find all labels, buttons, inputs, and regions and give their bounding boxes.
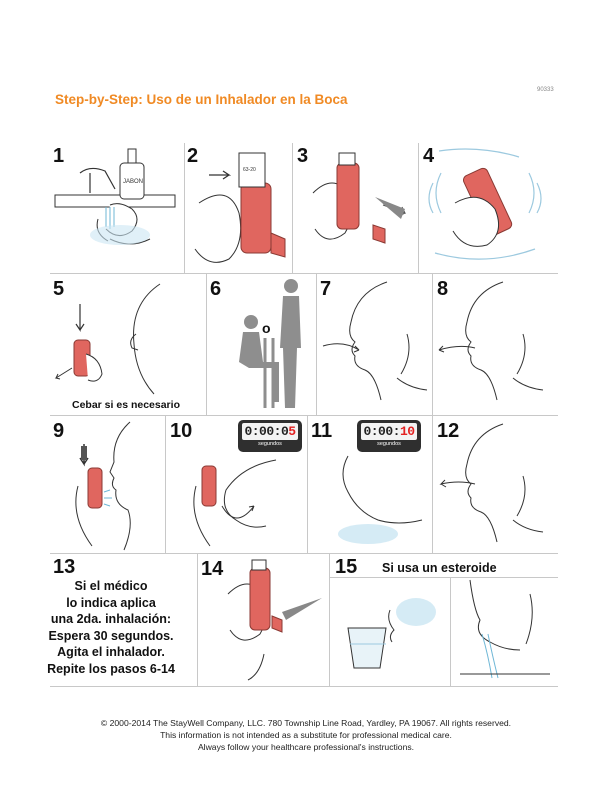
disclaimer-line: Always follow your healthcare profession… (197, 742, 415, 752)
step-number: 11 (311, 420, 333, 442)
soap-label: JABON (123, 179, 144, 185)
shake-inhaler-illustration (428, 148, 542, 260)
step-number: 10 (170, 420, 193, 442)
step-number: 14 (201, 558, 224, 580)
timer-11: 0:00:10 segundos (357, 420, 421, 452)
sit-or-stand-illustration (239, 279, 301, 408)
counter-label: 63-20 (243, 167, 256, 173)
step-number: 9 (53, 420, 65, 442)
steroid-heading: Si usa un esteroide (382, 561, 497, 575)
step-number: 12 (437, 420, 460, 442)
count-ten-illustration (338, 455, 423, 544)
grid-vline (432, 415, 433, 553)
step-11-panel: 11 0:00:10 segundos (308, 416, 432, 553)
step-number: 2 (187, 145, 199, 167)
step-number: 6 (210, 278, 222, 300)
exhale-illustration (322, 281, 428, 401)
grid-vline (165, 415, 166, 553)
press-and-inhale-illustration (75, 421, 131, 551)
step-7-panel: 7 (317, 274, 432, 415)
timer-prefix: 0:00:0 (244, 424, 289, 439)
grid-vline (316, 273, 317, 415)
instruction-line: lo indica aplica (66, 595, 156, 610)
grid-vline (329, 553, 330, 686)
step-2-panel: 2 63-20 (185, 143, 292, 273)
document-code: 90333 (537, 87, 554, 93)
rinse-mouth-illustration (347, 579, 550, 679)
footer: © 2000-2014 The StayWell Company, LLC. 7… (40, 717, 572, 753)
grid-vline (307, 415, 308, 553)
step-9-panel: 9 (50, 416, 165, 553)
instruction-line: una 2da. inhalación: (50, 612, 172, 626)
hand-washing-illustration (54, 148, 176, 245)
step-13-panel: 13 (50, 554, 197, 686)
step-14-panel: 14 (198, 554, 329, 686)
step-number: 5 (53, 278, 65, 300)
timer-display: 0:00:10 (361, 423, 417, 440)
grid-vline (450, 577, 451, 686)
grid-hline-3 (50, 553, 558, 554)
page-title: Step-by-Step: Uso de un Inhalador en la … (55, 92, 348, 107)
grid-vline (418, 143, 419, 273)
step-number: 13 (53, 556, 76, 578)
step-1-panel: 1 JABON (50, 143, 184, 273)
timer-display: 0:00:05 (242, 423, 298, 440)
step-5-panel: 5 Cebar si es necesario (50, 274, 206, 415)
hold-breath-illustration (193, 459, 277, 547)
disclaimer-line: This information is not intended as a su… (160, 730, 452, 740)
instruction-line: Agita el inhalador. (57, 645, 165, 659)
check-counter-illustration (194, 152, 286, 263)
remove-cap-illustration (312, 152, 407, 244)
step-3-panel: 3 (293, 143, 418, 273)
grid-hline-2 (50, 415, 558, 416)
step-number: 1 (53, 145, 65, 167)
timer-digit: 10 (399, 424, 415, 439)
grid-vline (197, 553, 198, 686)
inhale-prep-illustration (438, 281, 544, 401)
step-number: 4 (423, 145, 435, 167)
instruction-line: Repite los pasos 6-14 (47, 661, 175, 676)
step-10-panel: 10 0:00:05 segundos (166, 416, 307, 553)
copyright-line: © 2000-2014 The StayWell Company, LLC. 7… (100, 718, 512, 728)
grid-hline-4 (50, 686, 558, 687)
step-6-panel: 6 o (207, 274, 316, 415)
step-4-panel: 4 (419, 143, 558, 273)
step-15-panel: 15 (330, 554, 558, 686)
step-12-panel: 12 (433, 416, 558, 553)
prime-caption: Cebar si es necesario (72, 399, 180, 411)
grid-hline-steroid (329, 577, 558, 578)
grid-vline (184, 143, 185, 273)
step-number: 7 (320, 278, 332, 300)
grid-hline-1 (50, 273, 558, 274)
replace-cap-illustration (227, 559, 322, 681)
step-13-instructions: Si el médico lo indica aplica una 2da. i… (38, 578, 184, 677)
grid-vline (432, 273, 433, 415)
timer-prefix: 0:00: (363, 424, 400, 439)
timer-digit: 5 (288, 424, 296, 439)
timer-10: 0:00:05 segundos (238, 420, 302, 452)
step-8-panel: 8 (433, 274, 558, 415)
exhale-slowly-illustration (439, 423, 544, 543)
step-number: 3 (297, 145, 309, 167)
or-label: o (262, 320, 271, 336)
prime-inhaler-illustration (54, 283, 161, 395)
step-number: 8 (437, 278, 449, 300)
grid-vline (206, 273, 207, 415)
timer-unit: segundos (377, 441, 401, 447)
instruction-line: Espera 30 segundos. (48, 628, 174, 643)
timer-unit: segundos (258, 441, 282, 447)
step-number: 15 (335, 556, 358, 578)
instruction-line: Si el médico (74, 579, 148, 593)
grid-vline (292, 143, 293, 273)
